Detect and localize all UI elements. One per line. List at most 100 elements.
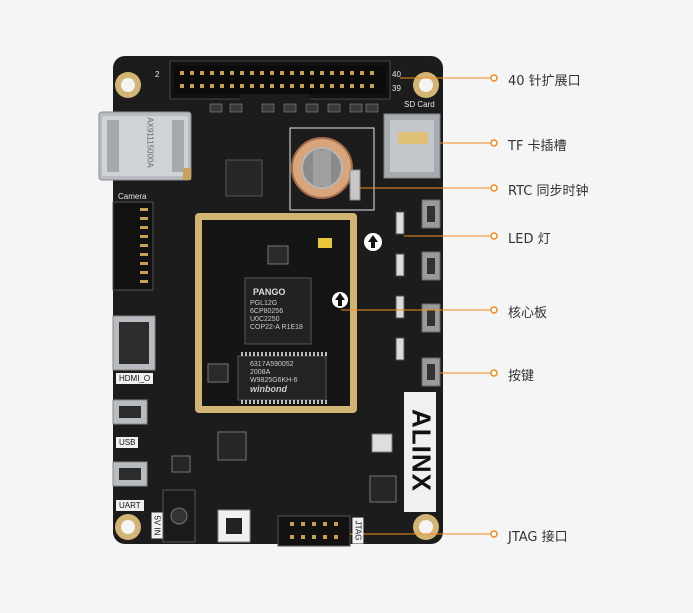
callout-expansion-label: 40 针扩展口 [508, 74, 581, 89]
header-pin [350, 84, 354, 88]
uart-label: UART [116, 500, 144, 511]
sdram-pin [281, 400, 283, 404]
camera-pin [140, 208, 148, 211]
sdram-pin [273, 352, 275, 356]
header-pin [300, 84, 304, 88]
ethernet-jack-label: AX91115000A [145, 117, 155, 168]
core-board [195, 213, 357, 413]
key-buttons [421, 199, 441, 387]
led-column [395, 211, 405, 361]
sdram-pin [245, 400, 247, 404]
sdram-pin [245, 352, 247, 356]
pin-label-2: 2 [155, 70, 160, 79]
header-pin [330, 71, 334, 75]
header-pin [250, 84, 254, 88]
header-pin [190, 71, 194, 75]
header-pin [310, 71, 314, 75]
sdram-pin [249, 352, 251, 356]
sdram-pin [301, 400, 303, 404]
hdmi-connector [112, 315, 156, 371]
header-pin [250, 71, 254, 75]
sdram-brand-text: winbond [250, 384, 287, 394]
header-pin [260, 84, 264, 88]
callout-keys-label: 按键 [508, 369, 535, 384]
sdram-text-block: 6317A590052 2008A W9825G6KH-6 winbond [250, 361, 298, 394]
jtag-pin [334, 522, 338, 526]
sdram-pin [305, 400, 307, 404]
sdram-pin [297, 400, 299, 404]
usb-connector [112, 399, 148, 425]
header-pin [200, 84, 204, 88]
camera-label: Camera [118, 192, 147, 201]
expansion-header-40pin [169, 60, 391, 100]
fpga-brand-text: PANGO [253, 287, 286, 297]
header-pin [280, 71, 284, 75]
header-pin [310, 84, 314, 88]
callout-tf-label: TF 卡插槽 [508, 139, 567, 154]
header-pin [180, 84, 184, 88]
sdram-line: W9825G6KH-6 [250, 377, 298, 384]
fpga-chip [244, 277, 312, 345]
sdram-pin [309, 400, 311, 404]
tf-card-slot [383, 113, 441, 179]
callout-rtc-label: RTC 同步时钟 [508, 184, 589, 199]
resistor-array [209, 103, 379, 113]
jtag-pin [290, 522, 294, 526]
header-pin [360, 71, 364, 75]
sdram-pin [297, 352, 299, 356]
brand-logo [404, 392, 436, 512]
ethernet-jack [98, 111, 192, 181]
header-pin [350, 71, 354, 75]
jtag-pin [301, 522, 305, 526]
header-pin [260, 71, 264, 75]
fpga-line: COP22-A R1E18 [250, 324, 303, 331]
uart-connector [112, 461, 148, 487]
jtag-label: JTAG [352, 517, 364, 544]
sdram-pin [241, 352, 243, 356]
camera-pin [140, 217, 148, 220]
sdram-line: 6317A590052 [250, 361, 294, 368]
sdram-pin [281, 352, 283, 356]
header-pin [220, 71, 224, 75]
header-pin [210, 84, 214, 88]
sdram-pin [313, 400, 315, 404]
header-pin [370, 71, 374, 75]
jtag-pin [323, 535, 327, 539]
sdram-pin [313, 352, 315, 356]
sdram-pin [269, 352, 271, 356]
jtag-pin [312, 522, 316, 526]
sdram-pin [277, 400, 279, 404]
fpga-line: 6CP80256 [250, 308, 284, 315]
header-pin [370, 84, 374, 88]
header-pin [320, 71, 324, 75]
jtag-pin [312, 535, 316, 539]
mounting-hole [413, 514, 439, 540]
phy-chip [225, 159, 263, 197]
sdram-pin [269, 400, 271, 404]
brand-text: ALINX [406, 409, 437, 492]
power-switch [217, 509, 251, 543]
header-pin [360, 84, 364, 88]
rtc-battery [289, 127, 375, 211]
sdram-pin [265, 352, 267, 356]
sdram-pin [257, 400, 259, 404]
header-pin [230, 71, 234, 75]
sdram-pin [293, 352, 295, 356]
header-pin [240, 84, 244, 88]
jtag-pin [290, 535, 294, 539]
sdram-pin [241, 400, 243, 404]
header-pin [200, 71, 204, 75]
sdram-pin [301, 352, 303, 356]
sdram-pin [285, 400, 287, 404]
usb-uart-chip [217, 431, 247, 461]
power-jack [162, 489, 196, 543]
sdram-pin [261, 400, 263, 404]
fpga-model-text: PGL12G [250, 300, 278, 307]
camera-pin [140, 271, 148, 274]
header-pin [270, 84, 274, 88]
sdram-pin [289, 400, 291, 404]
mounting-hole [413, 72, 439, 98]
header-pin [320, 84, 324, 88]
header-pin [190, 84, 194, 88]
sdram-pin [249, 400, 251, 404]
